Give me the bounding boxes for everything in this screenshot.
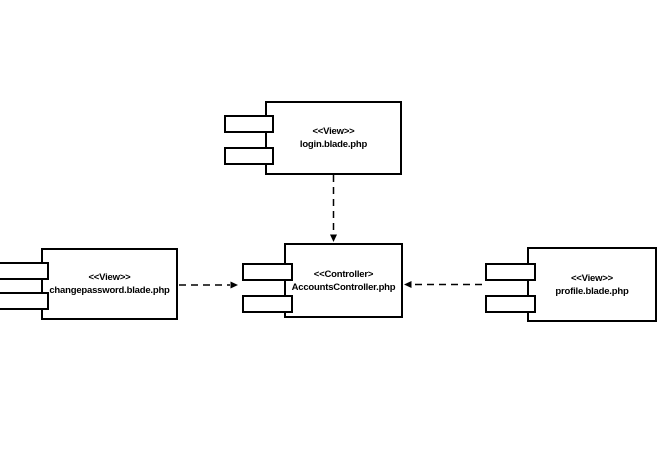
component-label: <<Controller> AccountsController.php — [292, 268, 396, 294]
component-port-tab — [242, 295, 293, 313]
component-port-tab — [224, 115, 274, 133]
component-port-tab — [485, 263, 536, 281]
connector-changepassword-to-controller — [179, 281, 238, 289]
connector-profile-to-controller — [404, 281, 482, 288]
component-stereotype: <<View>> — [570, 272, 614, 284]
component-stereotype: <<View>> — [88, 272, 131, 283]
component-port-tab — [242, 263, 293, 281]
component-port-tab — [0, 262, 49, 280]
component-profile-view: <<View>> profile.blade.php — [485, 247, 657, 322]
component-label: <<View>> changepassword.blade.php — [49, 271, 170, 297]
component-stereotype: <<Controller> — [313, 268, 374, 280]
component-label: <<View>> profile.blade.php — [555, 272, 628, 298]
connector-login-to-controller — [330, 175, 337, 242]
component-changepassword-view: <<View>> changepassword.blade.php — [0, 248, 178, 320]
component-label: <<View>> login.blade.php — [300, 125, 367, 151]
component-stereotype: <<View>> — [312, 126, 355, 137]
component-accounts-controller: <<Controller> AccountsController.php — [242, 243, 403, 318]
component-port-tab — [224, 147, 274, 165]
component-name: profile.blade.php — [555, 285, 629, 297]
component-name: changepassword.blade.php — [49, 285, 170, 296]
component-name: login.blade.php — [299, 139, 368, 150]
component-name: AccountsController.php — [291, 281, 396, 293]
component-port-tab — [0, 292, 49, 310]
component-port-tab — [485, 295, 536, 313]
component-login-view: <<View>> login.blade.php — [224, 101, 402, 175]
